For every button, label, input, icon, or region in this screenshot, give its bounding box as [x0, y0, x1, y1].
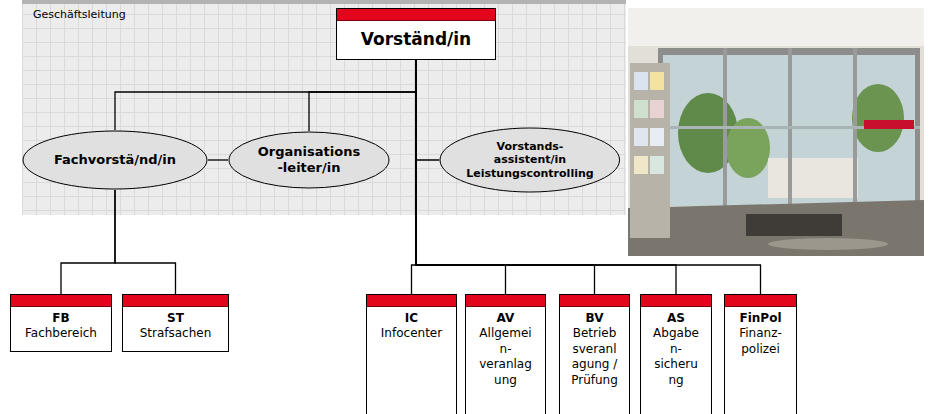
- unit-name: Infocenter: [381, 326, 442, 342]
- red-band: [11, 295, 111, 307]
- connector-line: [416, 60, 439, 160]
- unit-code: IC: [367, 311, 456, 326]
- unit-name: Finanz- polizei: [739, 326, 782, 357]
- red-band: [337, 9, 495, 21]
- role-label: Vorstands- assistent/in Leistungscontrol…: [466, 140, 593, 180]
- text-word: Vorstands-: [497, 140, 564, 153]
- text-word: Fachvorstä/nd/in: [54, 152, 176, 167]
- unit-name: Fachbereich: [25, 326, 97, 342]
- text-word: polizei: [741, 342, 780, 356]
- unit-code: FinPol: [725, 311, 796, 326]
- text-word: ung: [494, 373, 517, 387]
- unit-box: FBFachbereich: [10, 294, 112, 352]
- unit-code: BV: [560, 311, 629, 326]
- text-word: Leistungscontrolling: [466, 167, 593, 180]
- department-box: BVBetrieb sveranl agung / Prüfung: [559, 294, 630, 414]
- connector-line: [115, 60, 416, 130]
- red-band: [367, 295, 456, 307]
- department-box: AVAllgemei n- veranlag ung: [465, 294, 546, 414]
- text-word: AS: [667, 311, 685, 325]
- text-word: agung: [572, 357, 610, 371]
- text-word: sicheru: [654, 357, 698, 371]
- text-word: FinPol: [739, 311, 781, 325]
- role-label: Fachvorstä/nd/in: [54, 152, 176, 168]
- red-band: [725, 295, 796, 307]
- connector-line: [208, 159, 228, 160]
- text-word: sveranl: [573, 342, 617, 356]
- text-word: veranlag: [479, 357, 532, 371]
- text-word: n-: [670, 342, 682, 356]
- connector-line: [61, 190, 115, 294]
- connector-line: [309, 60, 416, 131]
- connector-line: [412, 60, 417, 294]
- role-ellipse: Fachvorstä/nd/in: [22, 130, 208, 190]
- text-word: /: [613, 357, 617, 371]
- unit-box: STStrafsachen: [122, 294, 229, 352]
- ellipse-shape: [229, 132, 389, 188]
- department-box: FinPolFinanz- polizei: [724, 294, 797, 414]
- red-band: [641, 295, 711, 307]
- photo-illustration: [628, 8, 924, 256]
- text-word: Betrieb: [573, 326, 617, 340]
- text-word: -leiter/in: [277, 160, 340, 175]
- text-word: Abgabe: [653, 326, 699, 340]
- text-word: FB: [52, 311, 69, 325]
- unit-name: Abgabe n- sicheru ng: [653, 326, 699, 388]
- role-ellipse: Organisations -leiter/in: [228, 131, 390, 189]
- red-band: [560, 295, 629, 307]
- unit-code: AS: [641, 311, 711, 326]
- ellipse-shape: [440, 128, 620, 192]
- panel-title: Geschäftsleitung: [33, 8, 126, 21]
- text-word: ST: [167, 311, 184, 325]
- text-word: ng: [668, 373, 683, 387]
- text-word: Geschäftsleitung: [33, 8, 126, 21]
- red-band: [123, 295, 228, 307]
- box-title: Vorständ/in: [337, 29, 495, 49]
- department-box: ASAbgabe n- sicheru ng: [640, 294, 712, 414]
- department-box: ICInfocenter: [366, 294, 457, 414]
- unit-name: Betrieb sveranl agung / Prüfung: [571, 326, 618, 388]
- text-word: AV: [497, 311, 515, 325]
- text-word: assistent/in: [494, 153, 566, 166]
- head-box: Vorständ/in: [336, 8, 496, 60]
- connector-line: [416, 60, 676, 294]
- text-word: Vorständ/in: [361, 29, 471, 49]
- connector-line: [416, 60, 761, 294]
- text-word: n-: [500, 342, 512, 356]
- text-word: Finanz-: [739, 326, 782, 340]
- panel-top-bar: [22, 0, 626, 4]
- unit-code: FB: [11, 311, 111, 326]
- text-word: IC: [405, 311, 418, 325]
- text-word: Fachbereich: [25, 326, 97, 340]
- text-word: Strafsachen: [140, 326, 212, 340]
- text-word: Infocenter: [381, 326, 442, 340]
- connector-line: [115, 190, 176, 294]
- unit-code: ST: [123, 311, 228, 326]
- connector-line: [416, 60, 595, 294]
- unit-name: Strafsachen: [140, 326, 212, 342]
- unit-code: AV: [466, 311, 545, 326]
- text-word: Allgemei: [479, 326, 531, 340]
- text-word: Prüfung: [571, 373, 618, 387]
- unit-name: Allgemei n- veranlag ung: [479, 326, 532, 388]
- red-band: [466, 295, 545, 307]
- role-ellipse: Vorstands- assistent/in Leistungscontrol…: [439, 127, 621, 193]
- ellipse-shape: [23, 131, 207, 189]
- group-panel: GeschäftsleitungVorständ/inFachvorstä/nd…: [22, 0, 626, 215]
- role-label: Organisations -leiter/in: [258, 144, 360, 175]
- text-word: Organisations: [258, 144, 360, 159]
- text-word: BV: [586, 311, 604, 325]
